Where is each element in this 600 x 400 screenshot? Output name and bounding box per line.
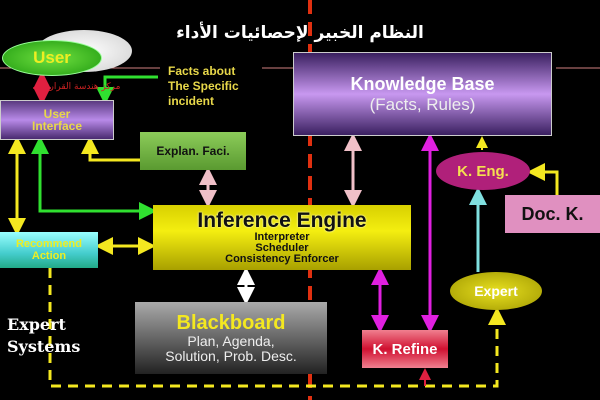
doc-k-node: Doc. K. bbox=[505, 195, 600, 233]
arrow bbox=[81, 136, 140, 162]
node-subtitle: (Facts, Rules) bbox=[369, 94, 476, 114]
user-interface-node: User Interface bbox=[0, 100, 114, 140]
dashed-feedback-line bbox=[48, 268, 506, 388]
user-node: User bbox=[2, 40, 102, 76]
node-label: User bbox=[43, 107, 71, 121]
arrow bbox=[96, 75, 158, 105]
blackboard-node: Blackboard Plan, Agenda, Solution, Prob.… bbox=[135, 302, 327, 374]
knowledge-base-node: Knowledge Base (Facts, Rules) bbox=[293, 52, 552, 136]
facts-note-line: Facts about bbox=[168, 64, 236, 78]
expert-node: Expert bbox=[450, 272, 542, 310]
subtitle-arabic: مركز هندسة القرار bbox=[49, 82, 121, 92]
node-title: Inference Engine bbox=[197, 209, 367, 232]
recommend-action-node: Recommend Action bbox=[0, 232, 98, 268]
node-title: Blackboard bbox=[176, 312, 286, 334]
arrow bbox=[31, 136, 157, 220]
explanation-facility-node: Explan. Faci. bbox=[140, 132, 246, 170]
caption: Expert Systems bbox=[7, 314, 80, 358]
node-label: Recommend bbox=[15, 238, 83, 250]
node-item: Consistency Enforcer bbox=[225, 253, 339, 265]
facts-note: Facts about The Specific incident bbox=[168, 64, 239, 109]
caption-line: Expert bbox=[7, 315, 66, 334]
k-refine-node: K. Refine bbox=[362, 330, 448, 368]
node-item: Scheduler bbox=[255, 242, 309, 254]
node-line: Plan, Agenda, bbox=[187, 333, 275, 349]
inference-engine-node: Inference Engine Interpreter Scheduler C… bbox=[153, 205, 411, 270]
node-item: Interpreter bbox=[254, 231, 310, 243]
node-title: Knowledge Base bbox=[350, 73, 495, 94]
k-eng-node: K. Eng. bbox=[436, 152, 530, 190]
node-label: Interface bbox=[31, 119, 83, 133]
node-label: Action bbox=[31, 250, 67, 262]
node-line: Solution, Prob. Desc. bbox=[165, 348, 297, 364]
caption-line: Systems bbox=[7, 337, 81, 356]
facts-note-line: incident bbox=[168, 94, 215, 108]
page-title: النظام الخبير لإحصائيات الأداء bbox=[176, 23, 424, 43]
arrow bbox=[527, 163, 559, 195]
facts-note-line: The Specific bbox=[168, 79, 239, 93]
